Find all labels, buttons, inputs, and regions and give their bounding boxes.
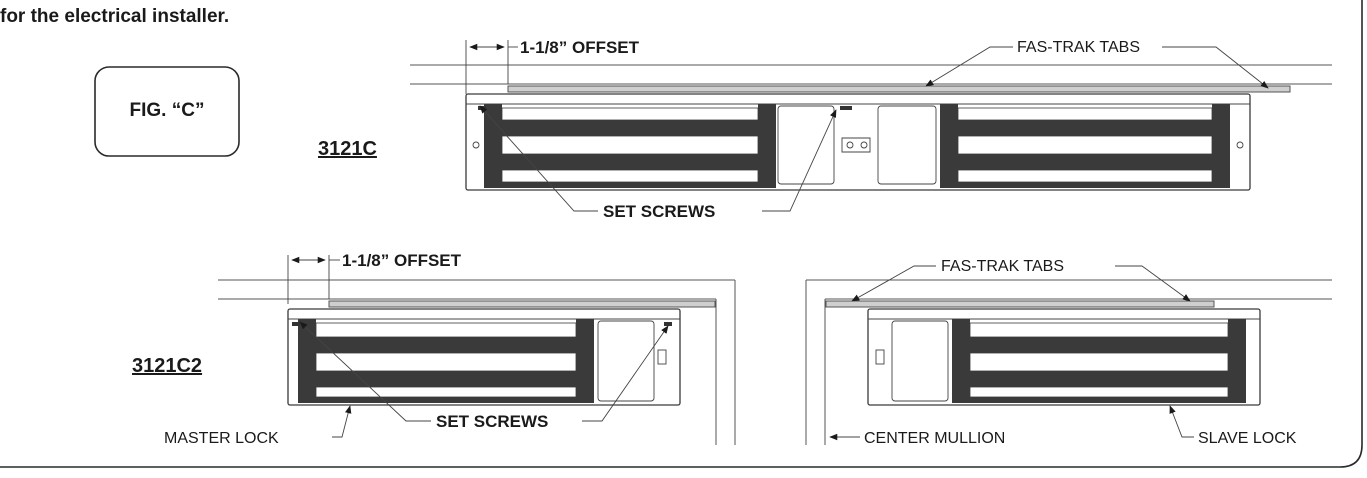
bottom-right-fas-trak-label: FAS-TRAK TABS [941,258,1064,275]
bottom-left-fas-trak-strip [328,300,716,308]
slave-lock-label: SLAVE LOCK [1198,430,1297,447]
bottom-left-assembly: 1-1/8” OFFSET 3121C2 SET SCREWS MASTER L… [132,251,736,447]
figure-label-box: FIG. “C” [94,66,240,157]
bottom-left-model-label: 3121C2 [132,355,202,377]
bottom-right-assembly: FAS-TRAK TABS CENTER MULLION SLAVE LOCK [805,258,1332,447]
top-set-screws-label: SET SCREWS [603,202,715,221]
top-assembly: 1-1/8” OFFSET 3121C [318,38,1332,221]
bottom-right-fas-trak-strip [825,300,1215,308]
top-offset-label: 1-1/8” OFFSET [520,38,640,57]
bottom-left-set-screws-label: SET SCREWS [436,412,548,431]
figure-label: FIG. “C” [130,100,205,121]
header-text: for the electrical installer. [0,6,229,27]
panel-border [0,0,1363,468]
bottom-left-offset-label: 1-1/8” OFFSET [342,251,462,270]
top-fas-trak-strip [507,85,1291,93]
center-mullion-label: CENTER MULLION [864,430,1005,447]
master-lock-label: MASTER LOCK [164,430,279,447]
top-fas-trak-label: FAS-TRAK TABS [1017,39,1140,56]
top-model-label: 3121C [318,138,377,160]
